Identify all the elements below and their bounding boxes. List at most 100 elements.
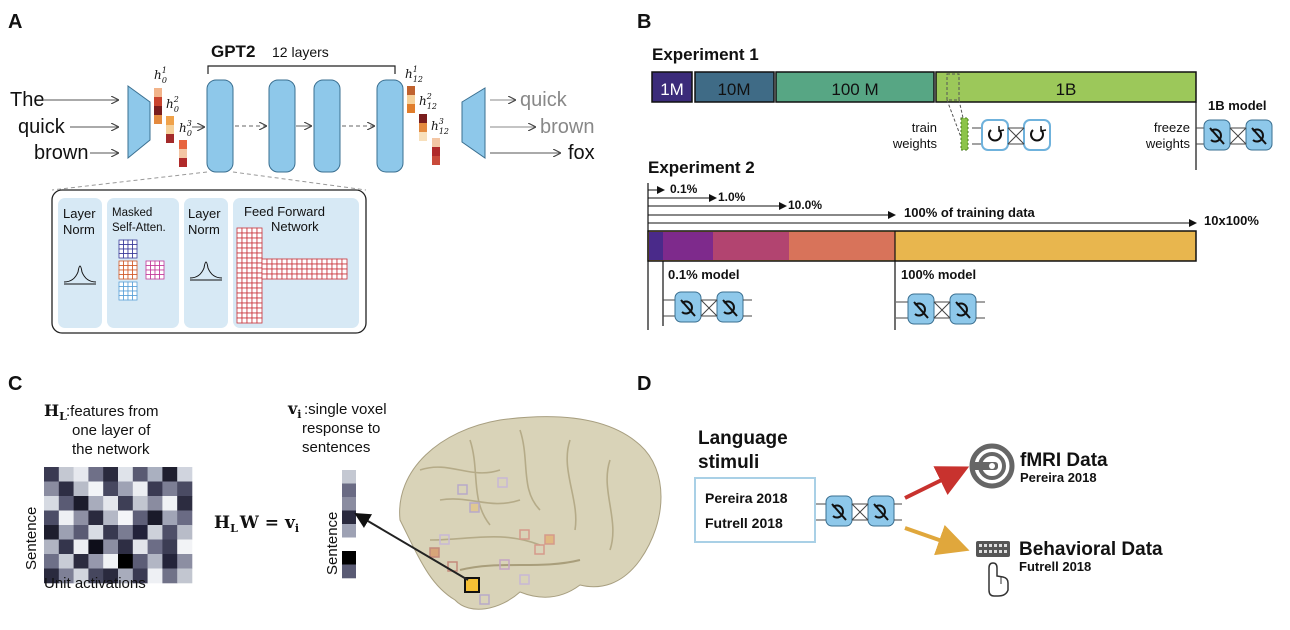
voxel-arrow [354,512,469,581]
matrix-cell [132,525,148,540]
input-word-quick: quick [18,116,66,138]
h0-vector-1 [154,88,162,124]
transformer-block [313,79,341,173]
matrix-cell [58,554,74,569]
zoom-line [51,171,208,191]
segment-0-1 [649,232,663,260]
matrix-cell [118,467,134,482]
label-10-0: 10.0% [788,198,822,212]
model-100-label: 100% model [901,267,976,282]
segment-1m [651,71,693,103]
matrix-cell [162,539,178,555]
hl-symbol: HL [44,401,67,423]
matrix-cell [103,568,119,584]
vi-symbol: vi [287,399,301,421]
feed-forward-matrices [236,227,348,324]
layers-label: 12 layers [272,44,329,60]
ff-hidden-matrix [261,258,348,280]
matrix-cell [162,467,178,482]
query-matrix [118,239,138,259]
layer-norm-2 [184,198,228,328]
vector-cell [342,510,356,525]
segment-1-0 [663,232,713,260]
matrix-cell [103,539,119,555]
brain-image [399,416,662,610]
matrix-cell [103,467,119,482]
fmri-title: fMRI Data [1020,450,1108,471]
matrix-cell [44,539,60,555]
matrix-cell [73,539,89,555]
matrix-cell [58,539,74,555]
model-title: GPT2 [211,42,255,61]
h0-vector-3 [179,140,187,167]
matrix-cell [132,496,148,511]
vector-cell [342,470,356,484]
panel-a-label: A [8,11,22,33]
vector-cell [342,497,356,511]
segment-100 [789,232,895,260]
matrix-cell [162,496,178,511]
segment-1m-label: 1M [660,80,684,99]
matrix-cell [132,568,148,584]
fmri-subtitle: Pereira 2018 [1020,470,1097,485]
matrix-cell [58,525,74,540]
matrix-cell [103,510,119,526]
language-model [816,495,902,527]
matrix-cell [44,510,60,526]
matrix-cell [44,568,60,584]
matrix-cell [44,554,60,569]
stimuli-box [694,477,816,543]
matrix-cell [147,496,163,511]
matrix-cell [44,481,60,497]
vector-cell [342,524,356,538]
matrix-cell [58,481,74,497]
matrix-cell [177,481,193,497]
h0-vector-2 [166,116,174,143]
output-layer [461,87,486,159]
matrix-cell [58,568,74,584]
behavioral-arrow [904,524,970,556]
h12-vector-3 [432,138,440,165]
output-word-brown: brown [540,116,594,138]
matrix-cell [177,496,193,511]
stimuli-pereira: Pereira 2018 [705,490,788,506]
matrix-cell [147,481,163,497]
matrix-cell [147,467,163,482]
model-01 [663,291,752,323]
feature-matrix [44,467,193,584]
panel-b-label: B [637,11,651,33]
matrix-cell [73,525,89,540]
matrix-cell [147,525,163,540]
matrix-cell [103,481,119,497]
input-word-brown: brown [34,142,88,164]
behavioral-subtitle: Futrell 2018 [1019,559,1091,574]
segment-1b [935,71,1197,103]
matrix-cell [118,496,134,511]
label-10x100: 10x100% [1204,213,1259,228]
matrix-cell [88,554,104,569]
matrix-cell [147,568,163,584]
matrix-cell [162,525,178,540]
matrix-cell [88,467,104,482]
matrix-cell [118,568,134,584]
matrix-cell [88,568,104,584]
matrix-cell [58,467,74,482]
matrix-cell [118,554,134,569]
segment-1b-label: 1B [1056,80,1077,99]
segment-10-0 [713,232,789,260]
model-01-label: 0.1% model [668,267,740,282]
ff-weight-matrix [236,227,263,324]
attention-matrix [145,260,165,280]
mri-scanner-icon [969,443,1015,489]
layers-bracket [207,65,396,74]
